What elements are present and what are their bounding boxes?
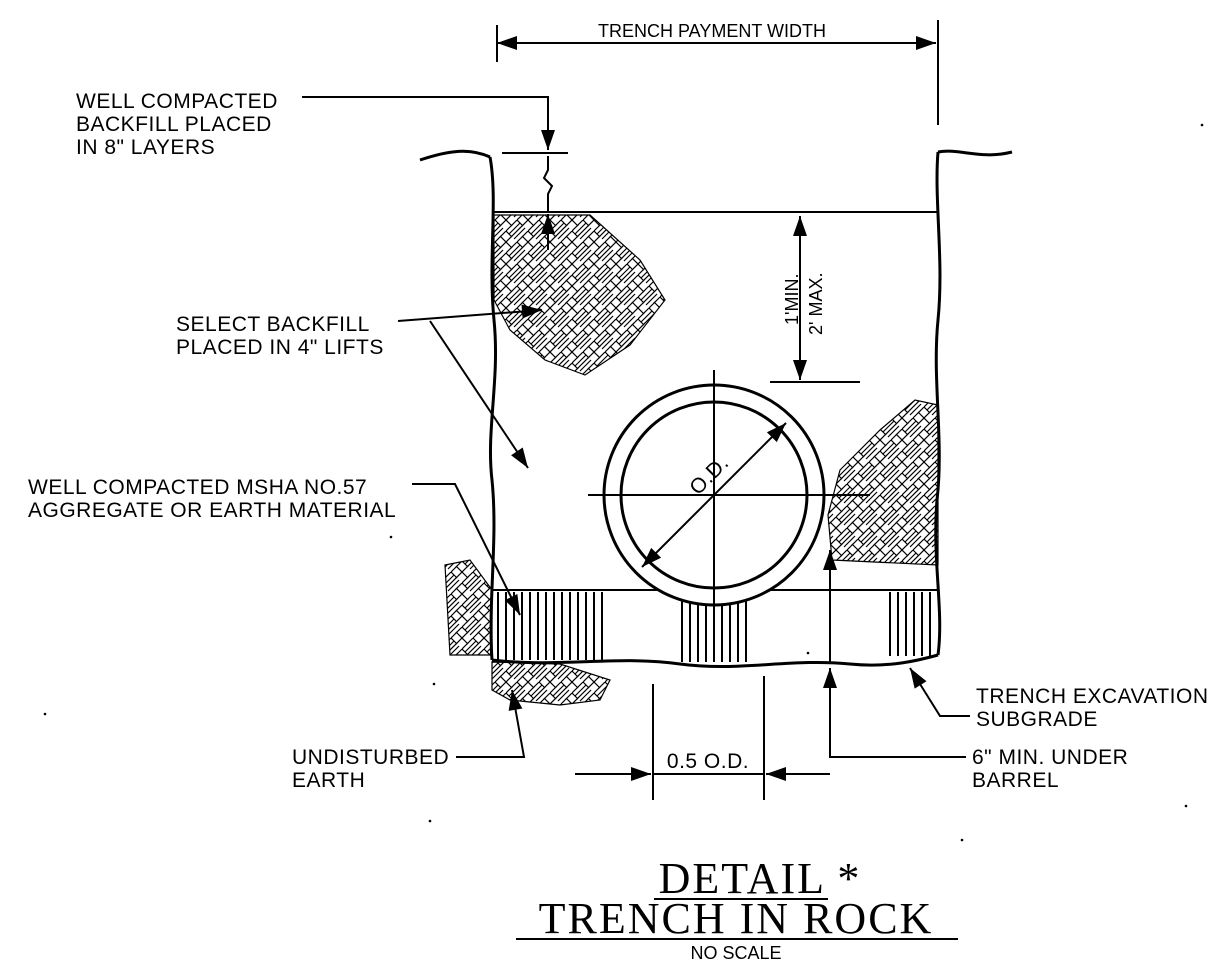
undisturbed-leader-line — [456, 689, 526, 758]
select-backfill-leader — [397, 304, 543, 469]
undisturbed-leader — [456, 689, 526, 758]
excavation-leader-line — [909, 667, 970, 717]
hatch-bottom-left — [491, 661, 611, 706]
select-backfill-line1: SELECT BACKFILL — [176, 313, 370, 336]
trench-wall-right — [934, 151, 942, 656]
six-min-line1: 6" MIN. UNDER — [972, 746, 1128, 769]
trench-wall-left — [488, 156, 497, 661]
undisturbed-line2: EARTH — [292, 769, 365, 792]
six-min-line2: BARREL — [972, 769, 1059, 792]
bedding-hatch-right — [888, 592, 936, 656]
depth-min-label: 1'MIN. — [782, 274, 802, 325]
trench-bottom — [491, 653, 939, 669]
title-block: DETAIL * TRENCH IN ROCK NO SCALE — [516, 854, 958, 962]
ground-left — [419, 149, 491, 162]
backfill-8-line2: BACKFILL PLACED — [76, 113, 272, 136]
backfill-8-leader — [302, 96, 568, 250]
msha-leader-line — [412, 483, 521, 616]
select-leader-horizontal — [397, 304, 543, 322]
payment-width-dimension — [496, 20, 939, 125]
depth-max-label: 2' MAX. — [806, 273, 826, 335]
half-od-label: 0.5 O.D. — [667, 750, 749, 773]
break-symbol — [542, 156, 554, 212]
title-line1: DETAIL * — [659, 854, 862, 903]
excavation-line2: SUBGRADE — [976, 708, 1098, 731]
excavation-line1: TRENCH EXCAVATION — [976, 685, 1209, 708]
title-line2: TRENCH IN ROCK — [539, 894, 934, 943]
bedding-hatch-left — [494, 592, 604, 660]
undisturbed-line1: UNDISTURBED — [292, 746, 449, 769]
hatched-earth — [444, 214, 939, 706]
backfill-8-line1: WELL COMPACTED — [76, 90, 278, 113]
payment-width-label: TRENCH PAYMENT WIDTH — [598, 21, 826, 41]
backfill-8-leader-line — [302, 96, 555, 150]
six-min-dimension — [823, 550, 966, 758]
half-od-dimension — [575, 676, 830, 800]
drawing-specks — [43, 123, 1204, 842]
backfill-8-line3: IN 8" LAYERS — [76, 136, 215, 159]
trench-outline — [419, 149, 1013, 669]
scale-note: NO SCALE — [690, 943, 781, 962]
hatch-lower-left — [444, 559, 493, 656]
select-leader-diagonal — [429, 320, 529, 469]
excavation-leader — [909, 667, 970, 717]
ground-right — [937, 149, 1013, 157]
select-backfill-line2: PLACED IN 4" LIFTS — [176, 336, 384, 359]
six-min-leader-line — [823, 668, 966, 758]
msha-leader — [412, 483, 521, 616]
pipe — [588, 370, 870, 620]
hatch-right — [827, 399, 939, 566]
od-dimension-line — [641, 422, 787, 568]
hatch-upper-left — [493, 214, 666, 376]
msha-line2: AGGREGATE OR EARTH MATERIAL — [28, 499, 396, 522]
msha-line1: WELL COMPACTED MSHA NO.57 — [28, 476, 367, 499]
depth-dimension — [770, 216, 860, 383]
